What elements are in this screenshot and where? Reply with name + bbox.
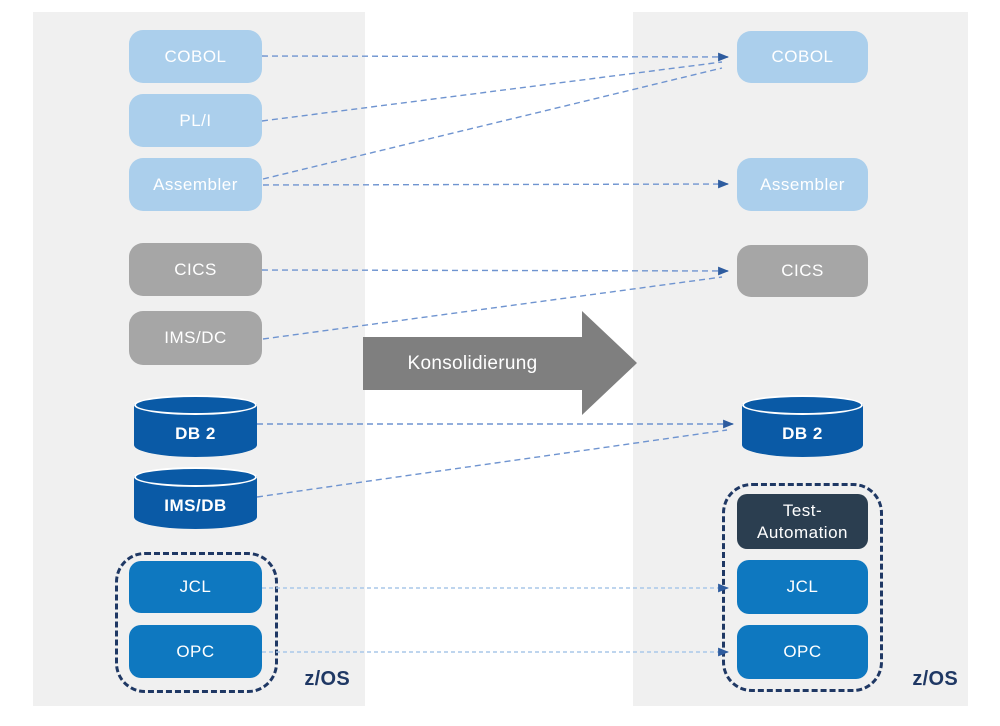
node-right-opc: OPC: [737, 625, 868, 679]
node-left-jcl: JCL: [129, 561, 262, 613]
db2-label: DB 2: [782, 424, 823, 443]
right-os-label: z/OS: [912, 668, 958, 690]
node-right-cobol: COBOL: [737, 31, 868, 83]
consolidation-arrow-label: Konsolidierung: [407, 352, 538, 374]
node-left-ims-dc: IMS/DC: [129, 311, 262, 365]
left-os-label: z/OS: [304, 668, 350, 690]
ims-db-label: IMS/DB: [164, 496, 227, 515]
node-left-assembler: Assembler: [129, 158, 262, 211]
cylinder-top-ellipse: [742, 395, 863, 415]
left-scheduling-group: [115, 552, 278, 693]
node-right-jcl: JCL: [737, 560, 868, 614]
node-left-ims-db: IMS/DB: [134, 467, 257, 529]
node-left-cics: CICS: [129, 243, 262, 296]
node-right-db2: DB 2: [742, 395, 863, 457]
node-left-opc: OPC: [129, 625, 262, 678]
node-right-assembler: Assembler: [737, 158, 868, 211]
node-left-pli: PL/I: [129, 94, 262, 147]
node-right-test-automation: Test-Automation: [737, 494, 868, 549]
node-left-db2: DB 2: [134, 395, 257, 457]
node-right-cics: CICS: [737, 245, 868, 297]
db2-label: DB 2: [175, 424, 216, 443]
cylinder-top-ellipse: [134, 467, 257, 487]
cylinder-top-ellipse: [134, 395, 257, 415]
node-left-cobol: COBOL: [129, 30, 262, 83]
